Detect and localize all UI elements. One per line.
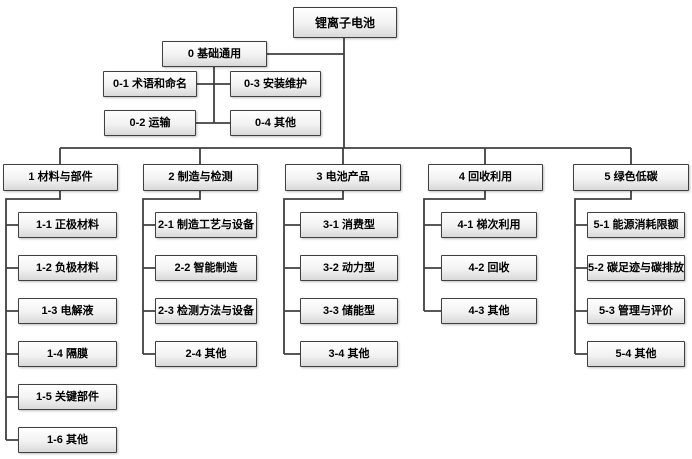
node-3-4: 3-4 其他 (300, 341, 398, 367)
node-branch-2: 2 制造与检测 (143, 164, 258, 191)
node-3-3: 3-3 储能型 (300, 298, 398, 324)
node-2-3: 2-3 检测方法与设备 (155, 298, 257, 324)
node-2-1: 2-1 制造工艺与设备 (155, 212, 257, 238)
node-1-4: 1-4 隔膜 (18, 341, 117, 367)
node-0-4: 0-4 其他 (230, 110, 321, 136)
node-1-2: 1-2 负极材料 (18, 255, 117, 281)
node-branch-4: 4 回收利用 (428, 164, 543, 191)
node-4-1: 4-1 梯次利用 (441, 212, 537, 238)
node-0-2: 0-2 运输 (104, 110, 196, 136)
node-1-1: 1-1 正极材料 (18, 212, 117, 238)
node-0-1: 0-1 术语和命名 (103, 71, 197, 97)
node-3-2: 3-2 动力型 (300, 255, 398, 281)
node-4-3: 4-3 其他 (441, 298, 537, 324)
node-branch-1: 1 材料与部件 (3, 164, 118, 191)
node-0-general: 0 基础通用 (162, 41, 267, 67)
node-4-2: 4-2 回收 (441, 255, 537, 281)
node-5-4: 5-4 其他 (587, 341, 685, 367)
node-0-3: 0-3 安装维护 (230, 71, 321, 97)
node-root: 锂离子电池 (293, 7, 397, 38)
node-branch-3: 3 电池产品 (285, 164, 401, 191)
node-branch-5: 5 绿色低碳 (573, 164, 689, 191)
node-1-5: 1-5 关键部件 (18, 384, 117, 410)
node-2-2: 2-2 智能制造 (155, 255, 257, 281)
node-5-1: 5-1 能源消耗限额 (587, 212, 685, 238)
node-3-1: 3-1 消费型 (300, 212, 398, 238)
node-1-6: 1-6 其他 (18, 427, 117, 453)
node-2-4: 2-4 其他 (155, 341, 257, 367)
node-1-3: 1-3 电解液 (18, 298, 117, 324)
node-5-2: 5-2 碳足迹与碳排放 (587, 255, 685, 281)
node-5-3: 5-3 管理与评价 (587, 298, 685, 324)
